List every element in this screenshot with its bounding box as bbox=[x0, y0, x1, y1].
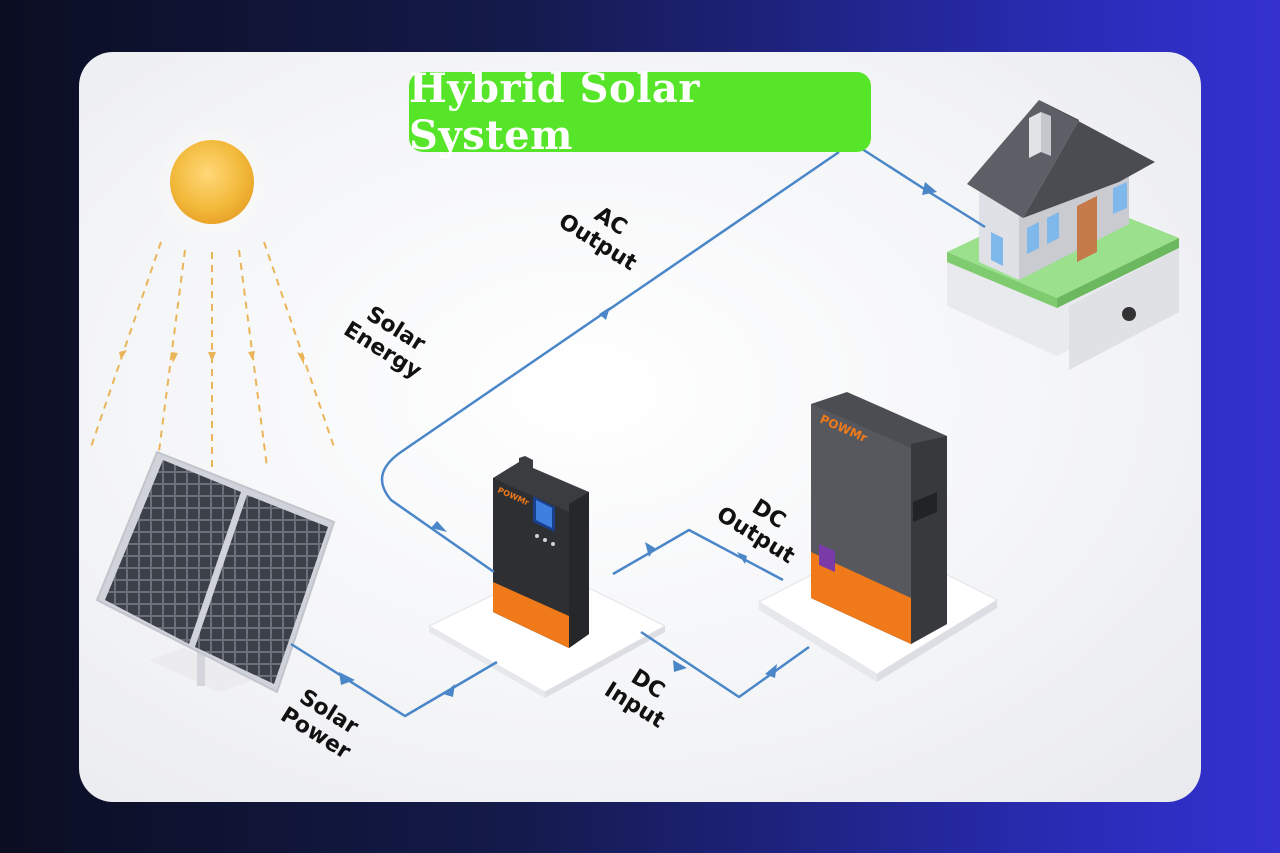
flow-line-dc-output bbox=[612, 528, 784, 582]
flow-line-solar-power bbox=[290, 642, 498, 718]
diagram-card: Hybrid Solar System AC Output Solar Ener… bbox=[79, 52, 1201, 802]
sun-icon bbox=[150, 120, 274, 244]
flow-arrows bbox=[339, 182, 937, 697]
solar-panel-icon bbox=[95, 450, 336, 694]
arrow-dc-output-1 bbox=[737, 552, 747, 564]
arrow-dc-input-1 bbox=[673, 660, 687, 672]
arrow-ac-output bbox=[922, 182, 937, 195]
arrow-solar-energy-bottom bbox=[431, 521, 447, 532]
sun-ray-arrows bbox=[119, 350, 304, 365]
flow-lines bbox=[290, 145, 986, 718]
inverter-icon bbox=[493, 456, 589, 648]
flow-line-solar-energy bbox=[380, 150, 840, 574]
house-icon bbox=[947, 100, 1179, 370]
flow-line-dc-input bbox=[640, 630, 810, 699]
arrow-solar-power-2 bbox=[443, 684, 455, 697]
arrow-dc-output-2 bbox=[645, 542, 655, 557]
diagram-canvas bbox=[90, 100, 1179, 718]
arrow-solar-power-1 bbox=[339, 672, 355, 685]
arrow-solar-energy-top bbox=[599, 307, 610, 320]
arrow-dc-input-2 bbox=[765, 664, 777, 678]
diagram-title: Hybrid Solar System bbox=[409, 65, 700, 159]
battery-icon bbox=[811, 392, 947, 644]
flow-line-ac-output bbox=[858, 145, 986, 229]
title-badge: Hybrid Solar System bbox=[409, 65, 871, 159]
